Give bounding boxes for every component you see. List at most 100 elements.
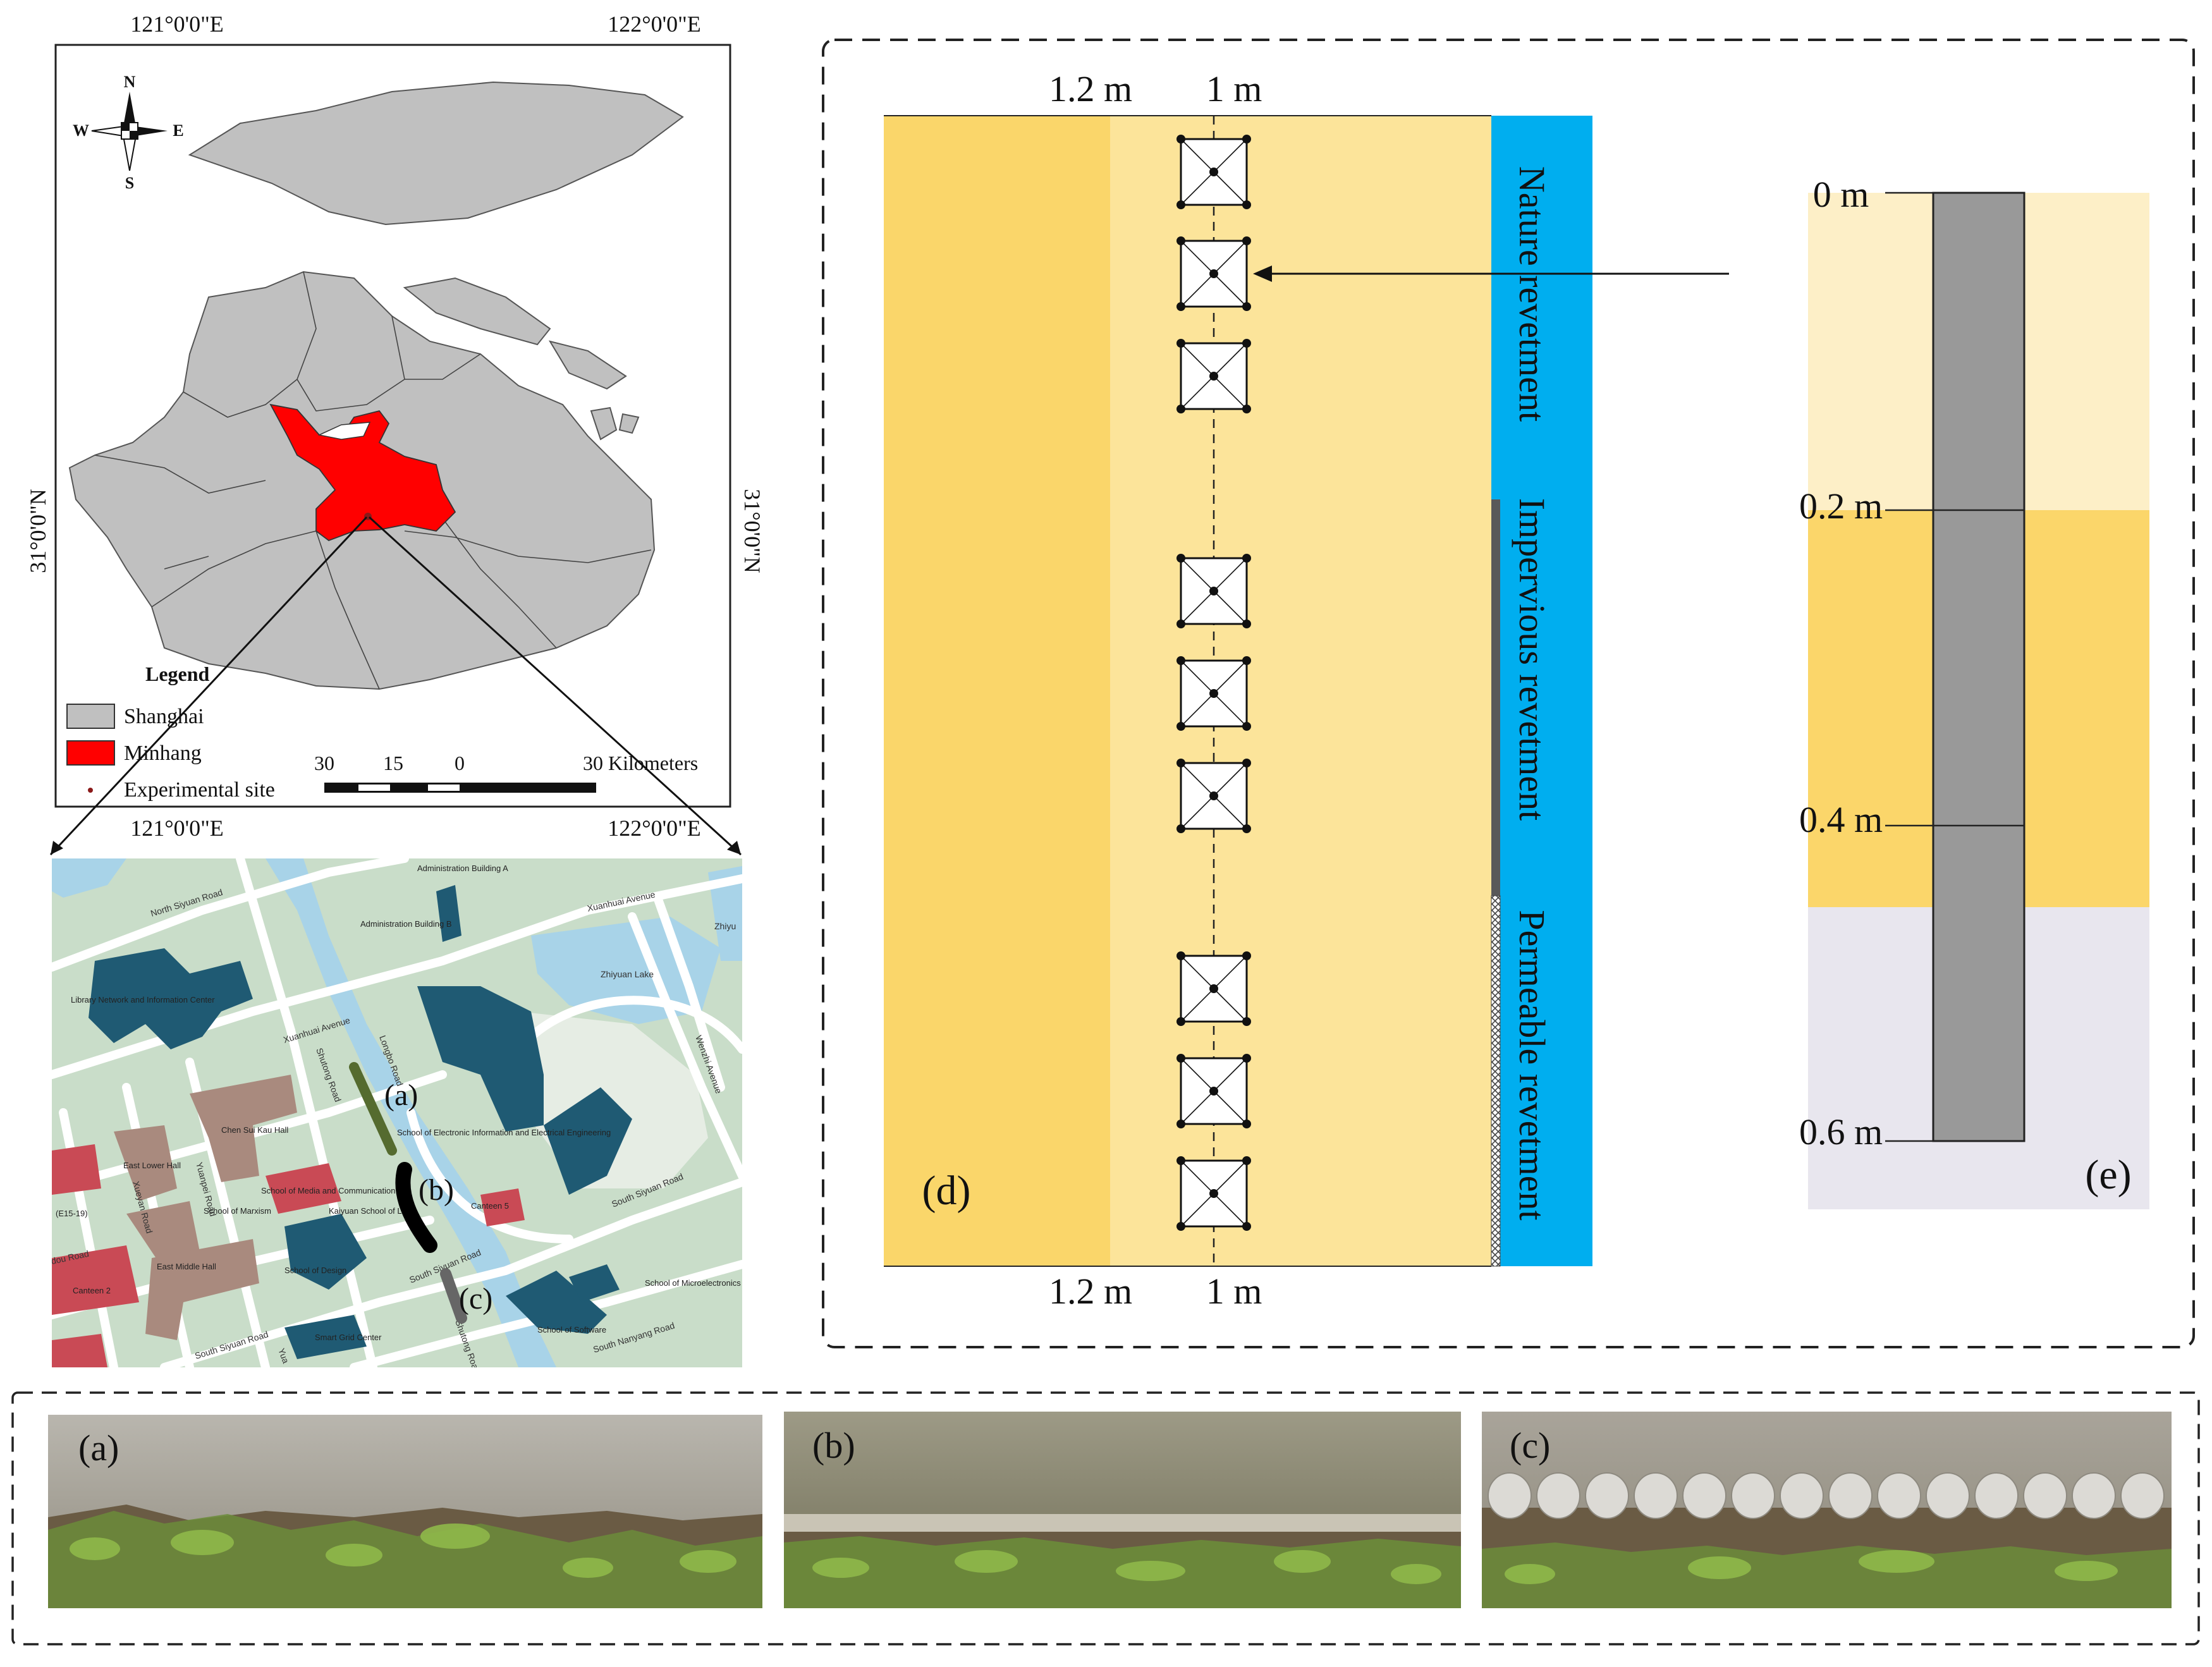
sampling-point (1242, 1156, 1251, 1165)
label-school-design: School of Design (284, 1266, 346, 1275)
compass-n: N (124, 73, 136, 91)
detail-pointer-arrowhead (1253, 266, 1272, 282)
label-east-middle-hall: East Middle Hall (157, 1262, 216, 1271)
sampling-point (1242, 135, 1251, 143)
label-smart-grid-center: Smart Grid Center (315, 1333, 382, 1342)
lat-label-left: 31°0'0"N (25, 489, 51, 573)
sampling-point (1176, 405, 1185, 413)
campus-map: North Siyuan Road Xuanhuai Avenue Xuanhu… (52, 858, 742, 1367)
legend-title: Legend (145, 663, 210, 685)
label-canteen-2: Canteen 2 (73, 1286, 111, 1295)
sampling-point (1242, 236, 1251, 245)
sampling-point (1176, 236, 1185, 245)
sampling-quadrat (1176, 1156, 1251, 1231)
campus-site-label-b: (b) (419, 1173, 454, 1207)
sampling-point (1176, 302, 1185, 311)
depth-label-0m: 0 m (1813, 174, 1869, 215)
sampling-quadrat (1176, 656, 1251, 731)
paver-disc (2120, 1472, 2165, 1519)
paver-disc (1634, 1472, 1678, 1519)
site-a-segment (349, 1062, 397, 1156)
outer-soil-zone (884, 116, 1110, 1266)
dim-bottom-1m: 1 m (1206, 1271, 1262, 1312)
quadrat-group (1176, 135, 1251, 1231)
inner-soil-zone (1110, 116, 1491, 1266)
sampling-point (1176, 1017, 1185, 1026)
label-e15-19: (E15-19) (56, 1209, 88, 1218)
callout-line-right (368, 516, 742, 856)
map-legend: Legend Shanghai Minhang Experimental sit… (66, 663, 275, 802)
paver-disc (2023, 1472, 2067, 1519)
hengsha-island (548, 340, 627, 390)
paver-disc (1731, 1472, 1775, 1519)
lon-label-bottom-122: 122°0'0"E (608, 815, 701, 841)
depth-label-0-2m: 0.2 m (1799, 485, 1883, 527)
sampling-point (1242, 339, 1251, 348)
legend-dot-experimental-site (88, 788, 93, 793)
location-map: 121°0'0"E 122°0'0"E 121°0'0"E 122°0'0"E … (25, 11, 765, 856)
paver-disc (1585, 1472, 1629, 1519)
sampling-point (1176, 759, 1185, 767)
campus-red-buildings (52, 1144, 525, 1367)
label-permeable-revetment: Permeable revetment (1512, 910, 1553, 1220)
photo-b-impervious-revetment: (b) (784, 1412, 1461, 1608)
label-canteen-5: Canteen 5 (471, 1201, 509, 1211)
sampling-point (1242, 824, 1251, 833)
campus-pond (52, 858, 126, 898)
sampling-point (1176, 824, 1185, 833)
compass-w: W (73, 121, 89, 140)
sampling-quadrat (1176, 554, 1251, 628)
impervious-revetment-strip (1491, 499, 1500, 896)
photo-label-c: (c) (1510, 1425, 1550, 1466)
sampling-point (1242, 554, 1251, 563)
photo-label-b: (b) (812, 1425, 855, 1466)
paver-disc (1828, 1472, 1873, 1519)
campus-site-label-a: (a) (384, 1078, 418, 1112)
label-admin-building-b: Administration Building B (360, 919, 452, 929)
label-admin-building-a: Administration Building A (417, 864, 508, 873)
sampling-point (1242, 951, 1251, 960)
paver-disc (1974, 1472, 2019, 1519)
paver-disc (1682, 1472, 1726, 1519)
label-zhiyu: Zhiyu (714, 921, 736, 931)
sampling-point (1242, 656, 1251, 665)
photo-strip: (a) (b) (c) (11, 1391, 2200, 1646)
sampling-point (1176, 1222, 1185, 1231)
scale-tick-0: 0 (455, 752, 465, 774)
depth-label-0-6m: 0.6 m (1799, 1111, 1883, 1152)
sampling-point (1176, 339, 1185, 348)
sampling-point (1176, 135, 1185, 143)
soil-core-column (1932, 192, 2026, 1142)
label-school-microelectronics: School of Microelectronics (645, 1278, 741, 1288)
schematic-panel: 1.2 m 1 m 1.2 m 1 m (d) Nature revetment… (822, 39, 2195, 1348)
lon-label-top-121: 121°0'0"E (130, 11, 224, 37)
sampling-point (1176, 554, 1185, 563)
sampling-point (1176, 200, 1185, 209)
water-channel (1491, 116, 1592, 1266)
label-school-software: School of Software (537, 1325, 606, 1334)
panel-label-e: (e) (2085, 1152, 2131, 1198)
lat-label-right: 31°0'0"N (740, 489, 765, 573)
minhang-district (269, 403, 456, 542)
chongming-island (188, 81, 684, 226)
sampling-point (1242, 620, 1251, 628)
campus-east-water (708, 866, 742, 961)
sampling-point (1209, 791, 1218, 800)
photo-label-a: (a) (78, 1427, 119, 1469)
label-chen-sui-kau-hall: Chen Sui Kau Hall (221, 1125, 288, 1135)
label-school-marxism: School of Marxism (204, 1206, 271, 1216)
sampling-point (1242, 759, 1251, 767)
label-school-law: Kaiyuan School of Law (329, 1206, 413, 1216)
photo-c-permeable-revetment: (c) (1482, 1412, 2172, 1608)
small-islet-2 (618, 413, 640, 434)
lon-label-top-122: 122°0'0"E (608, 11, 701, 37)
campus-brown-buildings (114, 1075, 297, 1340)
campus-site-label-c: (c) (459, 1282, 492, 1316)
dim-top-1m: 1 m (1206, 68, 1262, 109)
sampling-point (1176, 1120, 1185, 1128)
compass-s: S (125, 174, 134, 192)
sampling-point (1209, 587, 1218, 595)
dim-top-1-2m: 1.2 m (1049, 68, 1132, 109)
sampling-point (1176, 1156, 1185, 1165)
